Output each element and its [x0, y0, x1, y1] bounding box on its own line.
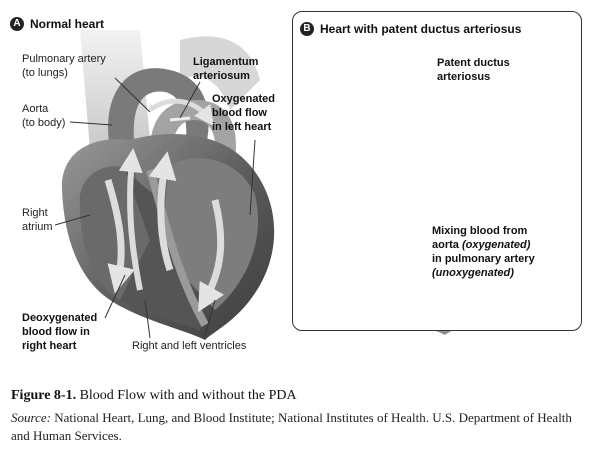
- panel-a-badge: A: [10, 17, 24, 31]
- panel-b-frame: [292, 11, 582, 331]
- label-pulmonary-artery: Pulmonary artery: [22, 53, 106, 65]
- normal-heart-drawing: [54, 30, 275, 340]
- label-mixing-1: Mixing blood from: [432, 225, 528, 237]
- label-ventricles: Right and left ventricles: [132, 340, 247, 352]
- figure-caption: Figure 8-1. Blood Flow with and without …: [11, 387, 581, 445]
- label-oxygenated-1: Oxygenated: [212, 93, 275, 105]
- label-aorta-sub: (to body): [22, 117, 66, 129]
- label-ligamentum-2: arteriosum: [193, 70, 250, 82]
- label-oxygenated-3: in left heart: [212, 121, 272, 133]
- caption-title: Figure 8-1. Blood Flow with and without …: [11, 387, 581, 404]
- label-deoxygenated-2: blood flow in: [22, 326, 90, 338]
- panel-b-title: Heart with patent ductus arteriosus: [320, 22, 522, 36]
- label-patent-2: arteriosus: [437, 71, 491, 83]
- label-oxygenated-2: blood flow: [212, 107, 267, 119]
- label-right-atrium-sub: atrium: [22, 221, 53, 233]
- caption-source-text: National Heart, Lung, and Blood Institut…: [11, 410, 572, 443]
- caption-figure-label: Figure 8-1.: [11, 388, 77, 403]
- label-mixing-4: (unoxygenated): [432, 267, 514, 279]
- label-deoxygenated-1: Deoxygenated: [22, 312, 98, 324]
- caption-source-label: Source:: [11, 410, 51, 425]
- label-right-atrium: Right: [22, 207, 48, 219]
- label-deoxygenated-3: right heart: [22, 340, 77, 352]
- caption-source: Source: National Heart, Lung, and Blood …: [11, 409, 581, 445]
- label-mixing-2b: (oxygenated): [461, 239, 531, 251]
- label-mixing-3: in pulmonary artery: [432, 253, 535, 265]
- label-pulmonary-artery-sub: (to lungs): [22, 67, 68, 79]
- panel-b-badge: B: [300, 22, 314, 36]
- panel-a-title: Normal heart: [30, 17, 105, 31]
- caption-figure-text: Blood Flow with and without the PDA: [76, 388, 297, 403]
- label-aorta: Aorta: [22, 103, 49, 115]
- label-ligamentum-1: Ligamentum: [193, 56, 259, 68]
- label-patent-1: Patent ductus: [437, 57, 510, 69]
- label-mixing-2a: aorta: [432, 239, 462, 251]
- label-mixing-2: aorta (oxygenated): [432, 239, 530, 252]
